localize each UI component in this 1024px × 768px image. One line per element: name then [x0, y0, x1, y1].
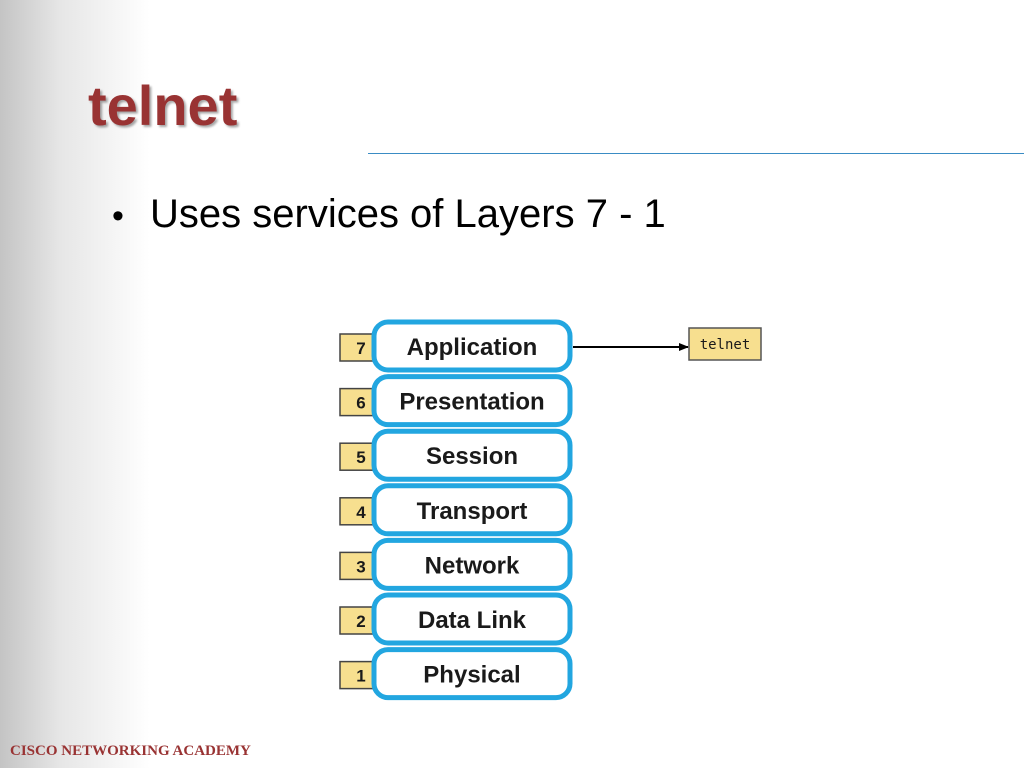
layer-box — [371, 428, 573, 482]
layer-row: 1 Physical — [339, 647, 573, 701]
layer-number: 2 — [356, 612, 365, 631]
layer-name: Network — [425, 552, 520, 579]
protocol-label: telnet — [700, 337, 751, 353]
layer-name: Application — [407, 334, 538, 361]
layer-number: 6 — [356, 394, 365, 413]
layer-box — [371, 537, 573, 591]
layer-row: 2 Data Link — [339, 592, 573, 646]
layer-box — [371, 592, 573, 646]
layer-box — [371, 483, 573, 537]
osi-diagram-svg: 7 Application 6 Presentation 5 Session 4 Transp… — [339, 319, 762, 701]
layer-box — [371, 319, 573, 373]
layer-row: 3 Network — [339, 537, 573, 591]
bullet-text: Uses services of Layers 7 - 1 — [150, 192, 666, 236]
osi-layer-diagram: 7 Application 6 Presentation 5 Session 4 Transp… — [330, 310, 780, 710]
layer-number: 4 — [356, 503, 366, 522]
layer-row: 6 Presentation — [339, 374, 573, 428]
bullet-marker: • — [112, 197, 124, 235]
layer-name: Session — [426, 443, 518, 470]
layer-row: 5 Session — [339, 428, 573, 482]
layer-row: 7 Application — [339, 319, 573, 373]
layer-number: 3 — [356, 557, 365, 576]
layer-number: 1 — [356, 667, 365, 686]
protocol-box — [688, 327, 762, 361]
layer-name: Data Link — [418, 607, 527, 634]
layer-name: Presentation — [399, 389, 544, 416]
layers-group: 7 Application 6 Presentation 5 Session 4 Transp… — [339, 319, 573, 701]
slide-title: telnet — [88, 74, 238, 137]
bullet-item: • Uses services of Layers 7 - 1 — [112, 190, 666, 240]
layer-number: 5 — [356, 448, 365, 467]
layer-row: 4 Transport — [339, 483, 573, 537]
title-divider — [368, 153, 1024, 154]
footer-brand: CISCO NETWORKING ACADEMY — [10, 743, 251, 759]
layer-number: 7 — [356, 339, 365, 358]
layer-box — [371, 647, 573, 701]
layer-name: Transport — [417, 498, 528, 525]
layer-name: Physical — [423, 662, 520, 689]
layer-box — [371, 374, 573, 428]
